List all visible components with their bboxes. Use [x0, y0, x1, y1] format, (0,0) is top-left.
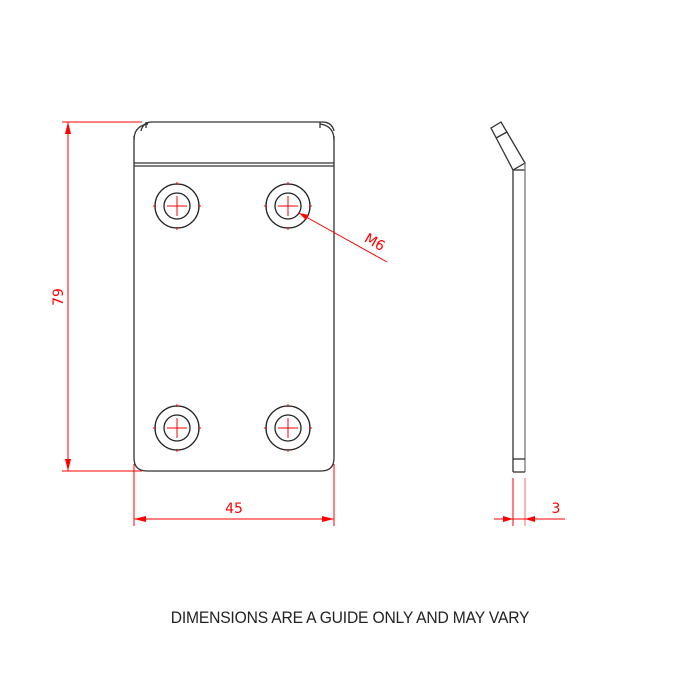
height-label: 79 [51, 288, 67, 306]
disclaimer-note: DIMENSIONS ARE A GUIDE ONLY AND MAY VARY [170, 608, 530, 627]
side-view [490, 121, 526, 473]
hole-bottom-right [264, 404, 312, 452]
plate-top-lip [140, 121, 335, 132]
front-view [133, 121, 335, 472]
thickness-dimension: 3 [494, 478, 565, 526]
m6-leader: M6 [298, 212, 388, 263]
side-bent-tab [490, 121, 526, 171]
height-dimension: 79 [51, 121, 142, 472]
plate-outline [133, 136, 335, 472]
width-label: 45 [225, 501, 243, 517]
hole-top-right [264, 182, 312, 230]
m6-label: M6 [361, 231, 387, 255]
thickness-label: 3 [552, 501, 561, 517]
holes [153, 182, 312, 452]
width-dimension: 45 [133, 464, 335, 526]
hole-bottom-left [153, 404, 201, 452]
hole-top-left [153, 182, 201, 230]
